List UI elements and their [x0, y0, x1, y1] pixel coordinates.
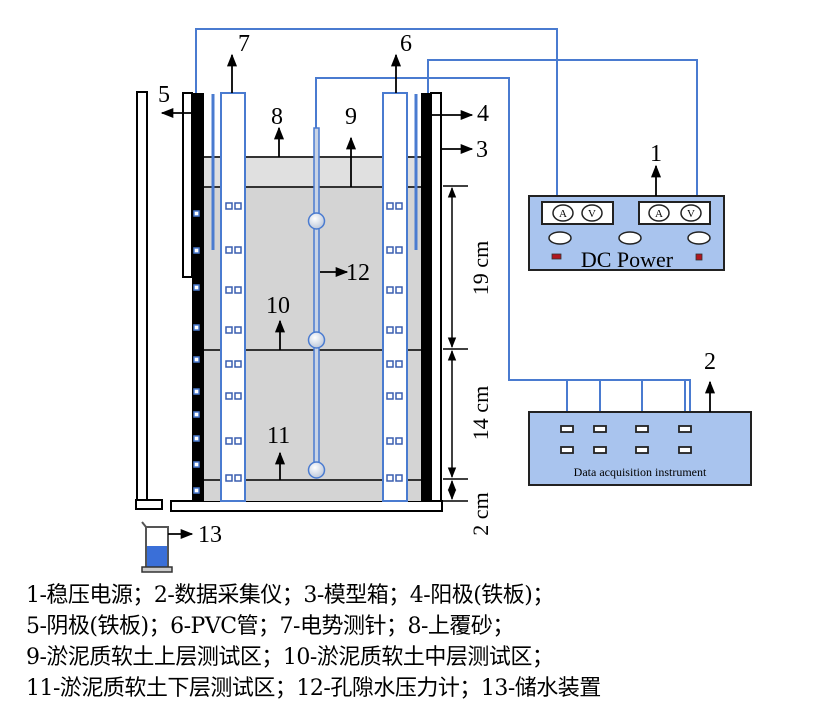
pvc-perforation: [395, 360, 403, 368]
pvc-perforation: [234, 202, 242, 210]
pvc-perforation: [386, 246, 394, 254]
pvc-perforation: [225, 202, 233, 210]
pvc-perforation: [386, 286, 394, 294]
pvc-perforation: [395, 286, 403, 294]
pvc-perforation: [395, 474, 403, 482]
pvc-pipe-left: [220, 92, 246, 502]
pvc-perforation: [395, 326, 403, 334]
anode-plate: [421, 93, 431, 501]
pvc-perforation: [234, 437, 242, 445]
soil-lower: [201, 480, 421, 501]
negative-terminal: [551, 253, 562, 260]
cathode-plate: [192, 93, 204, 501]
legend-line-4: 11-淤泥质软土下层测试区；12-孔隙水压力计；13-储水装置: [26, 676, 601, 701]
meter-a-right: A: [655, 208, 663, 220]
label-7: 7: [238, 31, 250, 57]
label-11: 11: [267, 423, 290, 449]
legend-line-3: 9-淤泥质软土上层测试区；10-淤泥质软土中层测试区；: [26, 645, 554, 670]
pvc-perforation: [225, 474, 233, 482]
pvc-perforation: [225, 286, 233, 294]
pvc-perforation: [234, 474, 242, 482]
data-acquisition-instrument: Data acquisition instrument: [528, 411, 752, 486]
label-8: 8: [271, 104, 283, 130]
pvc-perforation: [386, 392, 394, 400]
pvc-perforation: [386, 202, 394, 210]
pvc-perforation: [386, 360, 394, 368]
pvc-perforation: [395, 392, 403, 400]
dimension-upper: 19 cm: [468, 241, 493, 295]
label-6: 6: [400, 31, 412, 57]
dc-power-title: DC Power: [581, 247, 674, 272]
pvc-perforation: [225, 326, 233, 334]
pvc-perforation: [234, 326, 242, 334]
label-5: 5: [158, 82, 170, 108]
base-plate: [170, 500, 443, 512]
pvc-perforation: [386, 437, 394, 445]
dimension-lines: [443, 185, 468, 502]
dimension-lower: 2 cm: [468, 492, 493, 535]
pvc-perforation: [225, 392, 233, 400]
legend-line-2: 5-阴极(铁板)；6-PVC管；7-电势测针；8-上覆砂；: [26, 614, 514, 639]
meter-a-left: A: [559, 208, 567, 220]
label-9: 9: [345, 104, 357, 130]
label-3: 3: [476, 137, 488, 163]
pvc-perforation: [234, 246, 242, 254]
pvc-perforation: [395, 202, 403, 210]
label-12: 12: [346, 260, 370, 286]
daq-title: Data acquisition instrument: [574, 465, 707, 479]
positive-terminal: [695, 253, 703, 261]
pvc-perforation: [386, 474, 394, 482]
label-10: 10: [266, 293, 290, 319]
pvc-perforation: [395, 437, 403, 445]
dc-power-supply: A V A V DC Power: [528, 195, 725, 272]
meter-v-right: V: [687, 208, 695, 220]
pvc-pipe-right: [382, 92, 408, 502]
pvc-perforation: [225, 360, 233, 368]
meter-v-left: V: [588, 208, 596, 220]
drain-tube: [135, 91, 163, 510]
label-13: 13: [198, 522, 222, 548]
experiment-diagram: A V A V DC Power Data acquisition instru…: [135, 28, 752, 573]
figure-legend: 1-稳压电源；2-数据采集仪；3-模型箱；4-阳极(铁板)； 5-阴极(铁板)；…: [26, 580, 816, 704]
label-4: 4: [477, 101, 489, 127]
pvc-perforation: [225, 437, 233, 445]
pvc-perforation: [386, 326, 394, 334]
pvc-perforation: [234, 286, 242, 294]
pvc-perforation: [225, 246, 233, 254]
dimension-middle: 14 cm: [468, 386, 493, 440]
legend-line-1: 1-稳压电源；2-数据采集仪；3-模型箱；4-阳极(铁板)；: [26, 583, 554, 608]
pvc-perforation: [395, 246, 403, 254]
pvc-perforation: [234, 360, 242, 368]
callout-arrows: [160, 53, 716, 540]
water-storage-beaker: [141, 521, 173, 573]
label-1: 1: [650, 141, 662, 167]
label-2: 2: [704, 349, 716, 375]
pvc-perforation: [234, 392, 242, 400]
